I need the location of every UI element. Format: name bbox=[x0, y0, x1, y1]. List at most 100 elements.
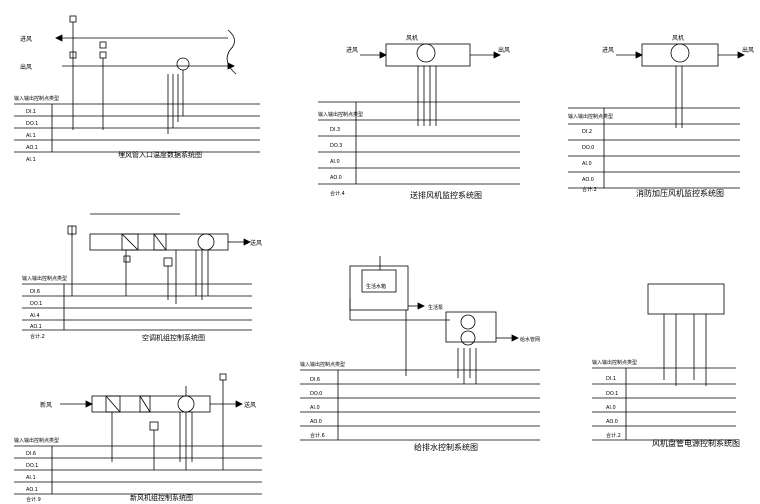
fan-symbol bbox=[176, 57, 190, 71]
diagram-7 bbox=[592, 283, 736, 441]
diagram-5 bbox=[300, 256, 540, 441]
d5-row-0: DI.6 bbox=[310, 377, 320, 383]
d3-row-2: AI.0 bbox=[582, 161, 592, 167]
arrow-right-head bbox=[227, 62, 235, 70]
d5-signal-header: 输入输出控制点类型 bbox=[300, 361, 345, 368]
signal-table-4 bbox=[22, 283, 252, 331]
diagram-4 bbox=[22, 213, 252, 331]
water-tank bbox=[349, 265, 409, 311]
d5-pump-label: 生活泵 bbox=[428, 304, 443, 311]
d1-title: 埋风管入口温度数据系统图 bbox=[118, 150, 202, 159]
d6-row-1: DO.1 bbox=[26, 463, 38, 469]
d6-row-2: AI.1 bbox=[26, 475, 36, 481]
d2-arrow-right-label: 出风 bbox=[498, 46, 510, 54]
fan-housing bbox=[385, 43, 471, 67]
sensor-box-2 bbox=[69, 51, 77, 59]
d2-row-1: DO.3 bbox=[330, 143, 342, 149]
d4-signal-header: 输入输出控制点类型 bbox=[22, 275, 67, 282]
d2-row-3: AO.0 bbox=[330, 175, 342, 181]
pump-group bbox=[445, 311, 497, 343]
outlet-arrow-head bbox=[493, 51, 501, 59]
d1-row-1: DO.1 bbox=[26, 121, 38, 127]
diagram-6 bbox=[14, 373, 262, 495]
fresh-air-casing bbox=[91, 395, 211, 413]
signal-table-2 bbox=[318, 101, 520, 185]
d4-row-2: AI.4 bbox=[30, 313, 40, 319]
supply-fan bbox=[197, 233, 215, 251]
water-valve bbox=[149, 421, 159, 431]
d6-row-4: 合计.9 bbox=[26, 496, 41, 503]
ahu-casing bbox=[89, 233, 229, 251]
d4-row-1: DO.1 bbox=[30, 301, 42, 307]
d7-signal-header: 输入输出控制点类型 bbox=[592, 359, 637, 366]
d3-row-0: DI.2 bbox=[582, 129, 592, 135]
d2-title: 送排风机监控系统图 bbox=[410, 190, 482, 200]
fan-wheel bbox=[416, 43, 436, 63]
signal-table-3 bbox=[568, 107, 740, 189]
sensor-box-3 bbox=[99, 51, 107, 59]
pressure-fan-housing bbox=[641, 43, 719, 67]
d5-row-4: 合计.6 bbox=[310, 432, 325, 439]
signal-table-5 bbox=[300, 369, 540, 441]
d4-arrow-right-label: 送风 bbox=[250, 239, 262, 247]
d3-row-4: 合计.2 bbox=[582, 186, 597, 193]
d4-row-0: DI.6 bbox=[30, 289, 40, 295]
d4-row-4: 合计.2 bbox=[30, 333, 45, 340]
sensor-box-1 bbox=[69, 15, 77, 23]
d3-signal-header: 输入输出控制点类型 bbox=[568, 113, 613, 120]
d3-row-1: DO.0 bbox=[582, 145, 594, 151]
sensor-box-4 bbox=[99, 41, 107, 49]
d4-title: 空调机组控制系统图 bbox=[142, 333, 205, 342]
diagram-1 bbox=[14, 15, 260, 153]
d5-row-3: AO.0 bbox=[310, 419, 322, 425]
d7-row-1: DO.1 bbox=[606, 391, 618, 397]
d1-arrow-left-label: 进风 bbox=[20, 35, 32, 43]
d5-out-label: 给水管网 bbox=[520, 336, 540, 343]
d6-arrow-left-label: 新风 bbox=[40, 401, 52, 409]
diagram-2 bbox=[318, 43, 520, 185]
d2-row-0: DI.3 bbox=[330, 127, 340, 133]
d2-unit-label: 风机 bbox=[406, 34, 418, 42]
d4-row-3: AO.1 bbox=[30, 324, 42, 330]
d7-row-0: DI.1 bbox=[606, 376, 616, 382]
tank-inner bbox=[361, 269, 397, 293]
d5-row-1: DO.0 bbox=[310, 391, 322, 397]
d1-row-2: AI.1 bbox=[26, 133, 36, 139]
pump-1 bbox=[460, 314, 476, 330]
d6-row-3: AO.1 bbox=[26, 487, 38, 493]
d3-title: 消防加压风机监控系统图 bbox=[636, 188, 724, 198]
d6-signal-header: 输入输出控制点类型 bbox=[14, 437, 59, 444]
d3-unit-label: 风机 bbox=[672, 34, 684, 42]
pressure-fan-wheel bbox=[670, 43, 690, 63]
d1-row-3: AO.1 bbox=[26, 145, 38, 151]
d6-arrow-right-label: 送风 bbox=[244, 401, 256, 409]
fcu-box bbox=[647, 283, 725, 315]
d2-signal-header: 输入输出控制点类型 bbox=[318, 111, 363, 118]
coil-section bbox=[153, 233, 167, 251]
inlet-arrow-head bbox=[379, 51, 387, 59]
d3-row-3: AO.0 bbox=[582, 177, 594, 183]
d5-tank-label: 生活水箱 bbox=[366, 283, 386, 290]
d2-row-4: 合计.4 bbox=[330, 190, 345, 197]
arrow-left-head bbox=[55, 34, 63, 42]
d3-arrow-right-label: 出风 bbox=[742, 46, 754, 54]
valve-symbol bbox=[163, 257, 173, 267]
d5-row-2: AI.0 bbox=[310, 405, 320, 411]
filter-section bbox=[121, 233, 139, 251]
d6-row-0: DI.6 bbox=[26, 451, 36, 457]
d6-title: 新风机组控制系统图 bbox=[130, 493, 193, 502]
d7-row-3: AO.0 bbox=[606, 419, 618, 425]
d2-arrow-left-label: 进风 bbox=[346, 46, 358, 54]
fresh-air-fan bbox=[177, 395, 195, 413]
d7-row-2: AI.0 bbox=[606, 405, 616, 411]
d1-signal-header: 输入输出控制点类型 bbox=[14, 95, 59, 102]
d5-title: 给排水控制系统图 bbox=[414, 442, 478, 452]
d7-row-4: 合计.2 bbox=[606, 432, 621, 439]
d7-title: 风机盘管电源控制系统图 bbox=[652, 438, 740, 448]
d1-arrow-right-label: 出风 bbox=[20, 63, 32, 71]
d1-row-0: DI.1 bbox=[26, 109, 36, 115]
d3-arrow-left-label: 进风 bbox=[602, 46, 614, 54]
signal-table-7 bbox=[592, 367, 736, 441]
